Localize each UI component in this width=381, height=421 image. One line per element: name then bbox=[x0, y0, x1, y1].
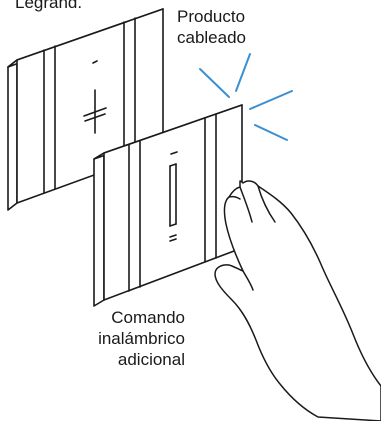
wired-product-label: Producto cableado bbox=[177, 7, 247, 47]
wireless-command-label: Comando inalámbrico adicional bbox=[98, 308, 185, 369]
brand-text: Legrand. bbox=[15, 0, 83, 12]
hand-icon bbox=[214, 180, 381, 421]
wireless-switch-icon bbox=[93, 104, 243, 307]
